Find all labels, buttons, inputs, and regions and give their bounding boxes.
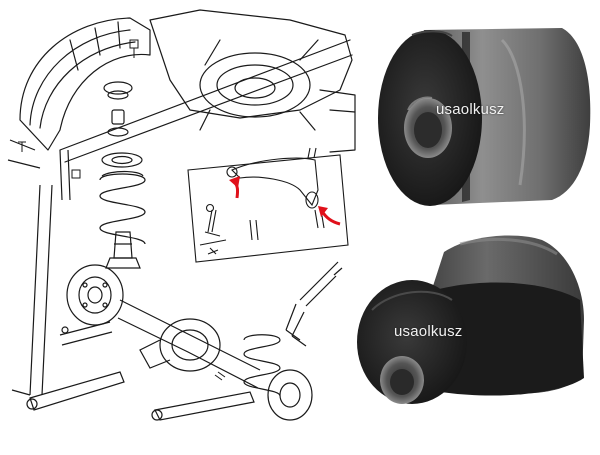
watermark-bottom: usaolkusz	[394, 323, 463, 340]
shock-absorber	[299, 261, 343, 307]
watermark-top: usaolkusz	[436, 101, 505, 118]
differential	[159, 318, 221, 372]
lower-coil-spring	[243, 334, 281, 397]
arrow-left-head	[229, 176, 240, 188]
spring-stack	[99, 81, 146, 269]
wheel-arch	[19, 17, 151, 151]
bushing-indicator-arrows	[229, 176, 341, 226]
floor-pan-well	[199, 52, 311, 118]
arrow-right	[320, 210, 341, 226]
upper-control-arm	[231, 157, 319, 207]
suspension-diagram	[7, 9, 356, 421]
lower-bushing	[357, 235, 584, 404]
upper-bushing	[378, 28, 591, 206]
arrow-right-head	[318, 206, 328, 217]
bushing-photos	[357, 28, 591, 404]
frame-rail	[59, 39, 353, 163]
trailing-arms	[11, 321, 255, 421]
control-arm-inset	[187, 147, 349, 263]
rear-axle	[66, 264, 313, 421]
